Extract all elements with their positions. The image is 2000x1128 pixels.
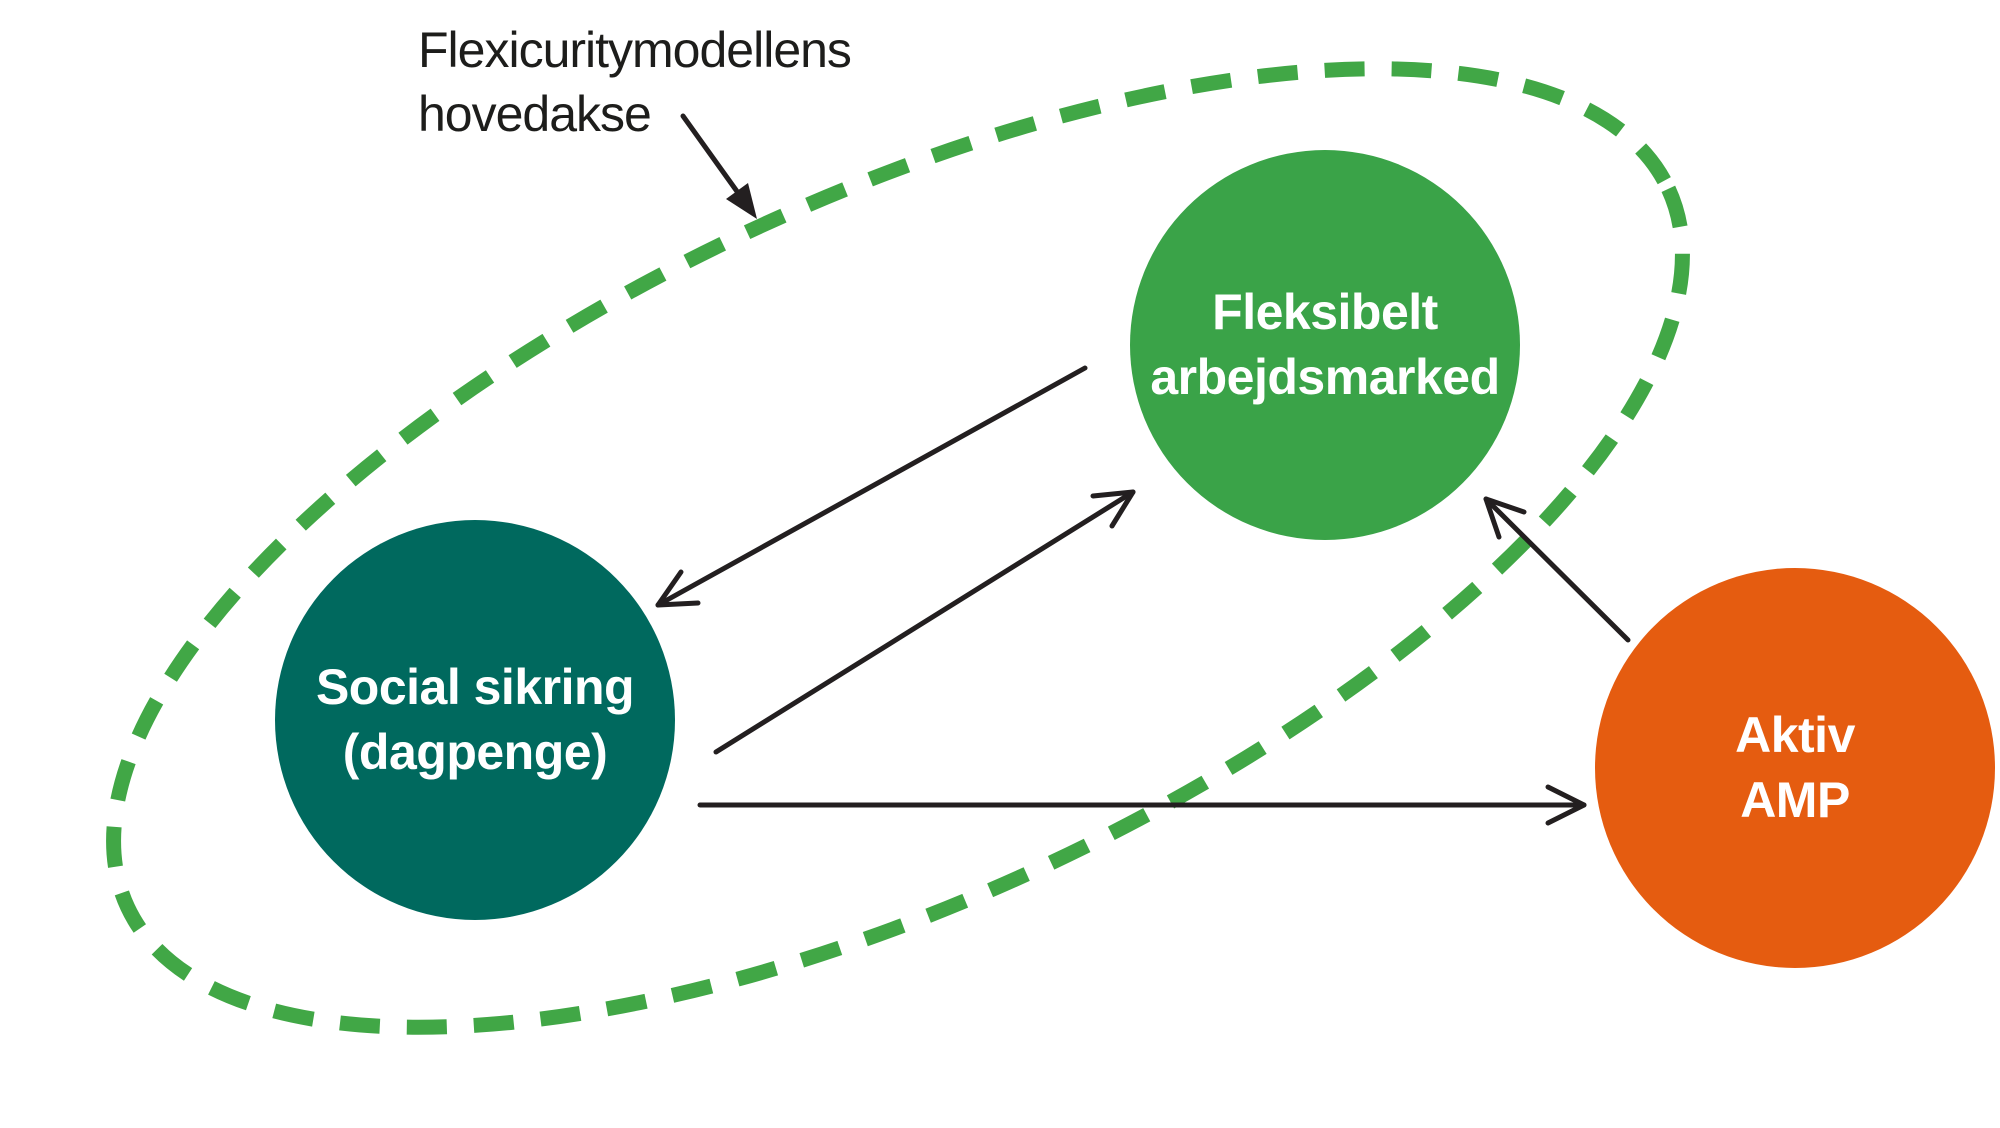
arrow-line <box>713 489 1136 755</box>
label-pointer-arrow <box>680 113 757 219</box>
node-social-security-line1: Social sikring <box>315 659 635 715</box>
node-flexible-labour-market-line2: arbejdsmarked <box>1150 349 1500 405</box>
main-axis-dashed-ellipse <box>106 61 1690 1035</box>
arrow-social-to-flexible <box>713 489 1136 755</box>
arrowhead-icon <box>1483 496 1527 540</box>
arrowhead-icon <box>1545 784 1587 826</box>
arrow-line <box>655 365 1088 608</box>
arrow-flexible-to-social <box>655 365 1088 608</box>
arrow-social-to-active <box>697 784 1587 826</box>
node-social-security: Social sikring (dagpenge) <box>275 520 675 920</box>
main-axis-label: Flexicuritymodellens hovedakse <box>418 18 852 146</box>
node-active-lmp-line1: Aktiv <box>1735 707 1855 763</box>
node-flexible-labour-market: Fleksibelt arbejdsmarked <box>1130 150 1520 540</box>
arrow-active-to-flexible <box>1483 496 1631 643</box>
arrow-line <box>1483 496 1631 643</box>
node-social-security-line2: (dagpenge) <box>342 724 608 780</box>
arrowhead-icon <box>1090 489 1136 529</box>
arrow-line <box>680 113 744 200</box>
arrowhead-icon <box>726 183 757 219</box>
node-flexible-labour-market-line1: Fleksibelt <box>1212 284 1438 340</box>
node-active-lmp-line2: AMP <box>1740 772 1850 828</box>
arrowhead-icon <box>655 569 701 608</box>
main-axis-label-line2: hovedakse <box>418 86 652 142</box>
node-active-lmp: Aktiv AMP <box>1595 568 1995 968</box>
main-axis-label-line1: Flexicuritymodellens <box>418 22 852 78</box>
